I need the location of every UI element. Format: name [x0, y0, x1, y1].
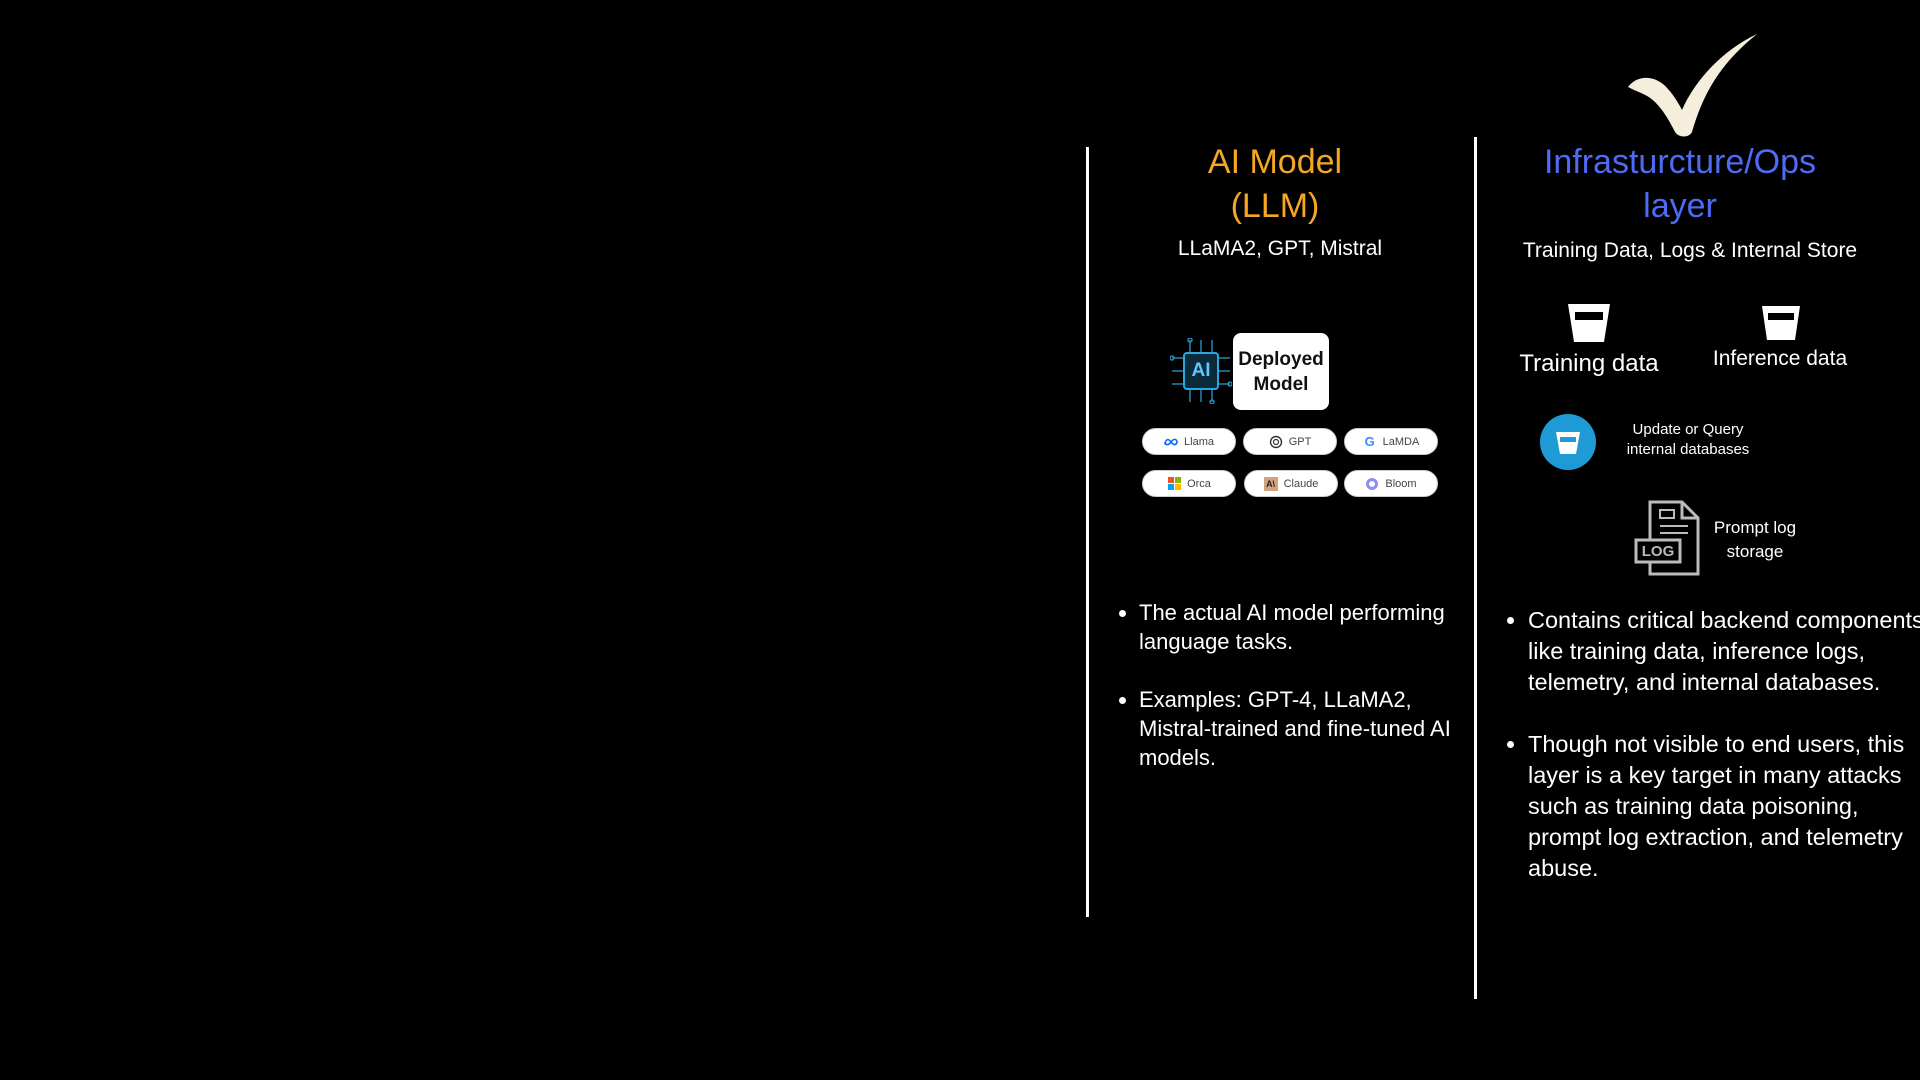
infra-subtitle: Training Data, Logs & Internal Store — [1522, 239, 1858, 262]
meta-icon — [1164, 435, 1178, 449]
model-pill-llama: Llama — [1142, 428, 1236, 455]
infra-bullets: Contains critical backend components lik… — [1502, 605, 1920, 915]
bloom-icon — [1365, 477, 1379, 491]
model-pill-bloom: Bloom — [1344, 470, 1438, 497]
training-data-label: Training data — [1519, 350, 1659, 377]
ai-model-bullets: The actual AI model performing language … — [1113, 598, 1469, 801]
checkmark-icon — [1628, 34, 1757, 137]
ai-model-title-line2: (LLM) — [1230, 187, 1320, 225]
bucket-icon — [1762, 306, 1800, 340]
infra-bullet: Though not visible to end users, this la… — [1528, 729, 1920, 884]
model-pill-lamda: G LaMDA — [1344, 428, 1438, 455]
model-name: Claude — [1283, 477, 1319, 490]
ai-chip-label: AI — [1191, 360, 1211, 381]
log-file-icon: LOG — [1634, 500, 1702, 578]
deployed-line2: Model — [1253, 373, 1309, 395]
prompt-log-label-line1: Prompt log — [1713, 518, 1797, 537]
model-name: Bloom — [1385, 477, 1417, 490]
infra-title: Infrasturcture/Ops layer — [1500, 140, 1860, 228]
deployed-model-card: Deployed Model — [1233, 333, 1329, 410]
model-pill-gpt: GPT — [1243, 428, 1337, 455]
prompt-log-label-line2: storage — [1726, 542, 1784, 561]
database-label: Update or Query internal databases — [1608, 420, 1768, 460]
middle-divider — [1474, 137, 1477, 999]
prompt-log-label: Prompt log storage — [1700, 516, 1810, 564]
bucket-icon — [1568, 304, 1610, 342]
model-name: LaMDA — [1382, 435, 1420, 448]
microsoft-icon — [1167, 477, 1181, 491]
database-label-line2: internal databases — [1626, 441, 1750, 458]
openai-icon — [1269, 435, 1283, 449]
ai-model-bullet: Examples: GPT-4, LLaMA2, Mistral-trained… — [1139, 685, 1469, 772]
inference-data-label: Inference data — [1712, 347, 1848, 370]
model-pill-claude: A\ Claude — [1244, 470, 1338, 497]
ai-model-subtitle: LLaMA2, GPT, Mistral — [1177, 237, 1383, 260]
model-pill-orca: Orca — [1142, 470, 1236, 497]
infra-title-line2: layer — [1643, 187, 1717, 225]
anthropic-icon: A\ — [1263, 476, 1278, 491]
ai-model-title-line1: AI Model — [1207, 143, 1343, 181]
model-name: Llama — [1184, 435, 1214, 448]
database-label-line1: Update or Query — [1632, 421, 1744, 438]
database-icon — [1540, 414, 1596, 470]
google-icon: G — [1364, 434, 1375, 449]
model-name: GPT — [1288, 435, 1312, 448]
infra-bullet: Contains critical backend components lik… — [1528, 605, 1920, 698]
model-name: Orca — [1187, 477, 1211, 490]
log-icon-text: LOG — [1641, 543, 1675, 560]
ai-chip-icon: AI — [1169, 337, 1233, 405]
ai-model-bullet: The actual AI model performing language … — [1139, 598, 1469, 656]
left-divider — [1086, 147, 1089, 917]
ai-model-title: AI Model (LLM) — [1150, 140, 1400, 228]
infra-title-line1: Infrasturcture/Ops — [1543, 143, 1817, 181]
deployed-line1: Deployed — [1238, 348, 1324, 370]
